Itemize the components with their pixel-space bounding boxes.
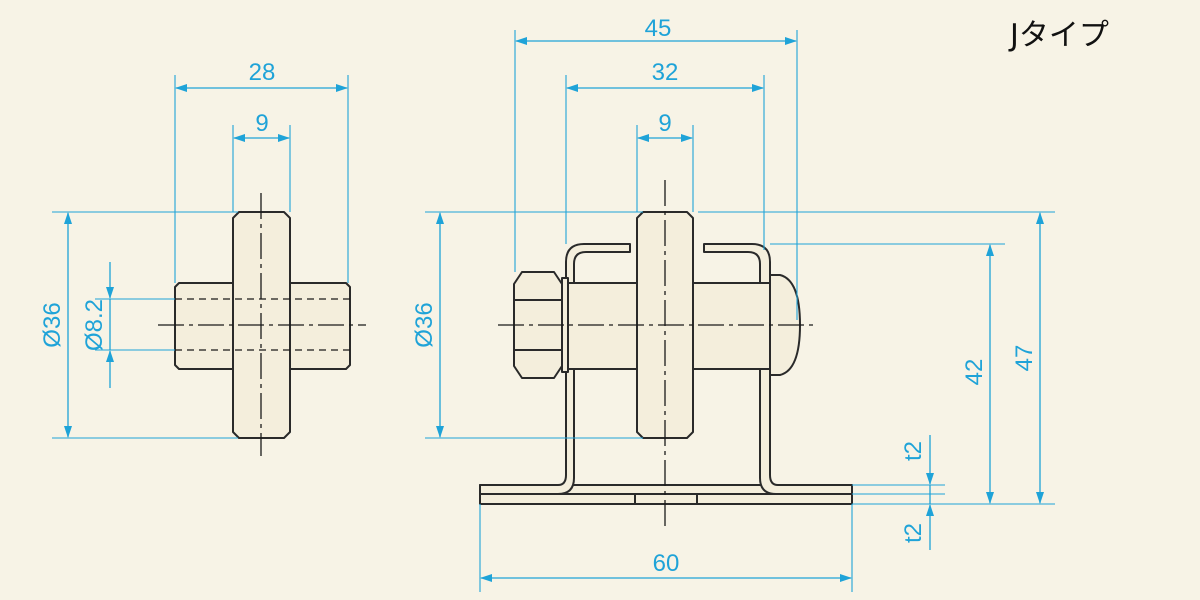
right-dim-42-label: 42: [961, 359, 988, 386]
left-view: 28 9 Ø36 Ø8.2: [39, 59, 366, 456]
right-dim-9-label: 9: [658, 110, 671, 137]
right-dim-45-label: 45: [645, 15, 672, 42]
right-view: 45 32 9 Ø36 42 47 t2 t2 60: [411, 15, 1055, 592]
left-dim-dia36-label: Ø36: [39, 302, 66, 347]
left-dim-9-label: 9: [255, 110, 268, 137]
right-dim-t2-top-label: t2: [900, 441, 927, 461]
bracket-right-arm: [703, 243, 853, 495]
left-dim-28-label: 28: [249, 59, 276, 86]
bracket-left-arm: [479, 243, 631, 495]
type-title: Jタイプ: [1008, 18, 1109, 53]
right-dim-32-label: 32: [652, 59, 679, 86]
left-dim-dia8-label: Ø8.2: [81, 299, 108, 351]
washer: [561, 277, 569, 373]
right-dim-60-label: 60: [653, 550, 680, 577]
right-dim-47-label: 47: [1011, 345, 1038, 372]
right-dim-t2-bottom-label: t2: [900, 523, 927, 543]
right-dim-dia36-label: Ø36: [411, 302, 438, 347]
